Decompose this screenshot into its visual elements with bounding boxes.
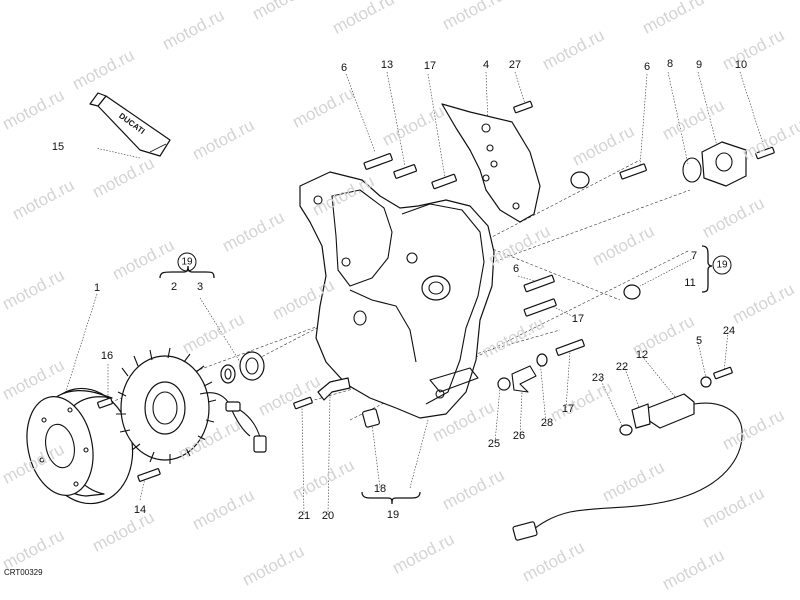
sealant-tube-part: DUCATI [89,92,171,157]
bolt-14-part [137,468,161,482]
callout-17: 17 [423,60,437,72]
callout-15: 15 [51,141,65,153]
cable-clamp-20-part [317,377,351,401]
callout-1: 1 [93,282,101,294]
callout-5: 5 [695,335,703,347]
callout-17: 17 [571,313,585,325]
callout-19-circled: 19 [177,252,197,272]
bearing-part [239,351,265,381]
callout-leader-lines [61,71,766,516]
callout-18: 18 [373,483,387,495]
callout-27: 27 [508,59,522,71]
callout-16: 16 [100,350,114,362]
callout-28: 28 [540,417,554,429]
callout-7: 7 [690,250,698,262]
callout-6: 6 [643,61,651,73]
spacer-part [570,171,641,300]
callout-26: 26 [512,430,526,442]
crankcase-cover-part [299,171,495,419]
washer-5-part [700,376,712,388]
callout-22: 22 [615,361,629,373]
callout-11: 11 [684,277,696,289]
cover-bolts-part [363,153,647,356]
callout-20: 20 [321,510,335,522]
callout-19-circled: 19 [712,255,732,275]
bracket-4-part [441,103,541,223]
screw-24-part [713,366,733,380]
callout-2: 2 [170,281,178,293]
callout-4: 4 [482,59,490,71]
group-brace-7-11 [701,245,713,293]
flywheel-rotor-part [26,387,134,505]
screw-16-part [97,397,113,409]
screw-10-part [755,146,775,160]
circlip-part [220,364,236,384]
stator-coil-part [116,347,267,464]
callout-9: 9 [695,59,703,71]
callout-23: 23 [591,372,605,384]
callout-25: 25 [487,438,501,450]
callout-21: 21 [297,510,311,522]
group-brace-18-19 [361,491,421,505]
callout-6: 6 [340,62,348,74]
callout-17: 17 [561,403,575,415]
flange-cover-part [701,141,747,187]
screw-27-part [513,100,533,114]
callout-14: 14 [133,504,147,516]
screw-21-part [293,396,313,410]
callout-8: 8 [666,58,674,70]
callout-10: 10 [734,59,748,71]
image-reference-code: CRT00329 [4,568,43,577]
callout-19: 19 [386,509,400,521]
callout-6: 6 [512,263,520,275]
callout-24: 24 [722,325,736,337]
sleeve-18-part [362,408,380,428]
small-ring-23-part [619,424,633,436]
callout-13: 13 [380,59,394,71]
callout-3: 3 [196,281,204,293]
small-parts-25-26-28 [497,353,548,393]
o-ring-part [682,157,702,183]
callout-12: 12 [635,349,649,361]
pickup-sensor-part [512,393,743,541]
